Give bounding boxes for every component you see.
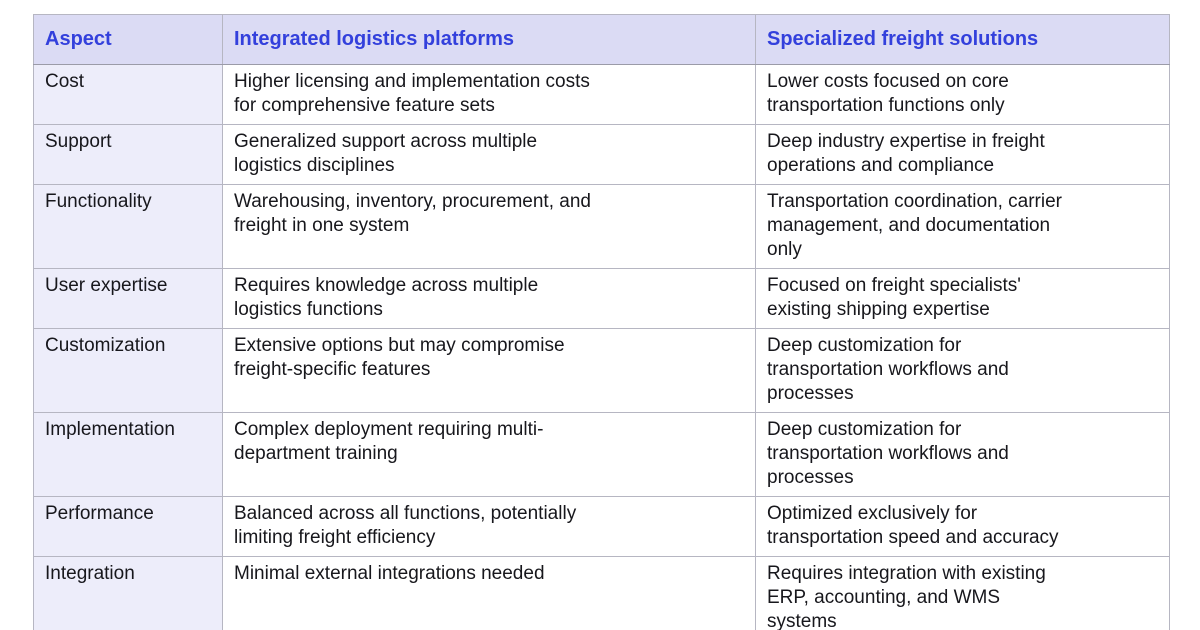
aspect-cell: User expertise xyxy=(33,268,223,329)
integrated-cell: Generalized support across multiple logi… xyxy=(222,124,756,185)
specialized-cell: Deep industry expertise in freight opera… xyxy=(755,124,1170,185)
table-row: Integration Minimal external integration… xyxy=(33,556,1170,630)
integrated-cell: Requires knowledge across multiple logis… xyxy=(222,268,756,329)
comparison-table: Aspect Integrated logistics platforms Sp… xyxy=(33,14,1170,630)
column-header-aspect: Aspect xyxy=(33,14,223,65)
column-header-specialized: Specialized freight solutions xyxy=(755,14,1170,65)
specialized-cell: Focused on freight specialists' existing… xyxy=(755,268,1170,329)
specialized-cell: Transportation coordination, carrier man… xyxy=(755,184,1170,269)
specialized-cell: Deep customization for transportation wo… xyxy=(755,328,1170,413)
specialized-cell: Optimized exclusively for transportation… xyxy=(755,496,1170,557)
column-header-integrated: Integrated logistics platforms xyxy=(222,14,756,65)
integrated-cell: Higher licensing and implementation cost… xyxy=(222,64,756,125)
specialized-cell: Requires integration with existing ERP, … xyxy=(755,556,1170,630)
aspect-cell: Cost xyxy=(33,64,223,125)
header-row: Aspect Integrated logistics platforms Sp… xyxy=(33,14,1170,65)
specialized-cell: Deep customization for transportation wo… xyxy=(755,412,1170,497)
table-row: Cost Higher licensing and implementation… xyxy=(33,64,1170,125)
aspect-cell: Implementation xyxy=(33,412,223,497)
table-row: Performance Balanced across all function… xyxy=(33,496,1170,557)
specialized-cell: Lower costs focused on core transportati… xyxy=(755,64,1170,125)
aspect-cell: Customization xyxy=(33,328,223,413)
integrated-cell: Balanced across all functions, potential… xyxy=(222,496,756,557)
table-row: Customization Extensive options but may … xyxy=(33,328,1170,413)
table-row: Implementation Complex deployment requir… xyxy=(33,412,1170,497)
aspect-cell: Performance xyxy=(33,496,223,557)
aspect-cell: Support xyxy=(33,124,223,185)
aspect-cell: Integration xyxy=(33,556,223,630)
aspect-cell: Functionality xyxy=(33,184,223,269)
integrated-cell: Extensive options but may compromise fre… xyxy=(222,328,756,413)
table-row: Support Generalized support across multi… xyxy=(33,124,1170,185)
table-row: Functionality Warehousing, inventory, pr… xyxy=(33,184,1170,269)
integrated-cell: Complex deployment requiring multi- depa… xyxy=(222,412,756,497)
integrated-cell: Warehousing, inventory, procurement, and… xyxy=(222,184,756,269)
table-row: User expertise Requires knowledge across… xyxy=(33,268,1170,329)
integrated-cell: Minimal external integrations needed xyxy=(222,556,756,630)
